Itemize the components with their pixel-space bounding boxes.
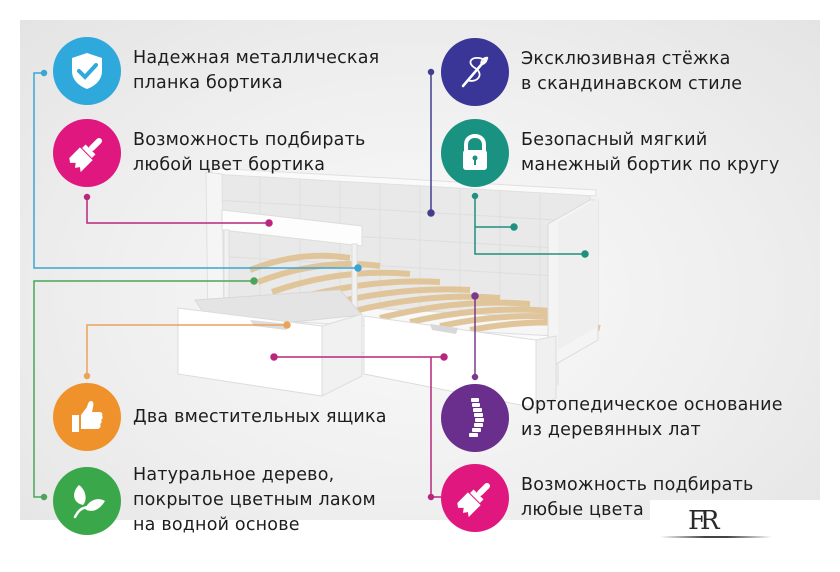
- spine-icon: [441, 384, 509, 452]
- logo-text: FR: [688, 506, 720, 536]
- feature-drawers: Два вместительных ящика: [53, 383, 387, 451]
- paint-brush-icon: [441, 464, 509, 532]
- leaf-icon: [53, 466, 121, 535]
- paint-brush-icon: [53, 119, 121, 187]
- needle-thread-icon: [441, 38, 509, 106]
- feature-label: Безопасный мягкий манежный бортик по кру…: [521, 130, 780, 175]
- padlock-icon: [441, 119, 509, 187]
- shield-check-icon: [53, 37, 121, 105]
- thumbs-up-icon: [53, 383, 121, 451]
- feature-natural-wood: Натуральное дерево, покрытое цветным лак…: [53, 463, 376, 538]
- feature-any-color: Возможность подбирать любые цвета: [441, 464, 754, 532]
- feature-stitching: Эксклюзивная стёжка в скандинавском стил…: [441, 38, 742, 106]
- brand-logo: FR: [650, 500, 840, 572]
- feature-label: Ортопедическое основание из деревянных л…: [521, 395, 783, 440]
- feature-label: Эксклюзивная стёжка в скандинавском стил…: [521, 49, 743, 94]
- feature-label: Два вместительных ящика: [133, 406, 387, 427]
- feature-side-color: Возможность подбирать любой цвет бортика: [53, 119, 366, 187]
- feature-label: Возможность подбирать любой цвет бортика: [133, 130, 366, 175]
- feature-label: Натуральное дерево, покрытое цветным лак…: [133, 465, 376, 535]
- feature-label: Возможность подбирать любые цвета: [521, 475, 754, 520]
- feature-soft-side: Безопасный мягкий манежный бортик по кру…: [441, 119, 780, 187]
- logo-underline: [660, 536, 772, 538]
- feature-label: Надежная металлическая планка бортика: [133, 48, 380, 93]
- feature-metal-bar: Надежная металлическая планка бортика: [53, 37, 379, 105]
- feature-orthopedic: Ортопедическое основание из деревянных л…: [441, 384, 783, 452]
